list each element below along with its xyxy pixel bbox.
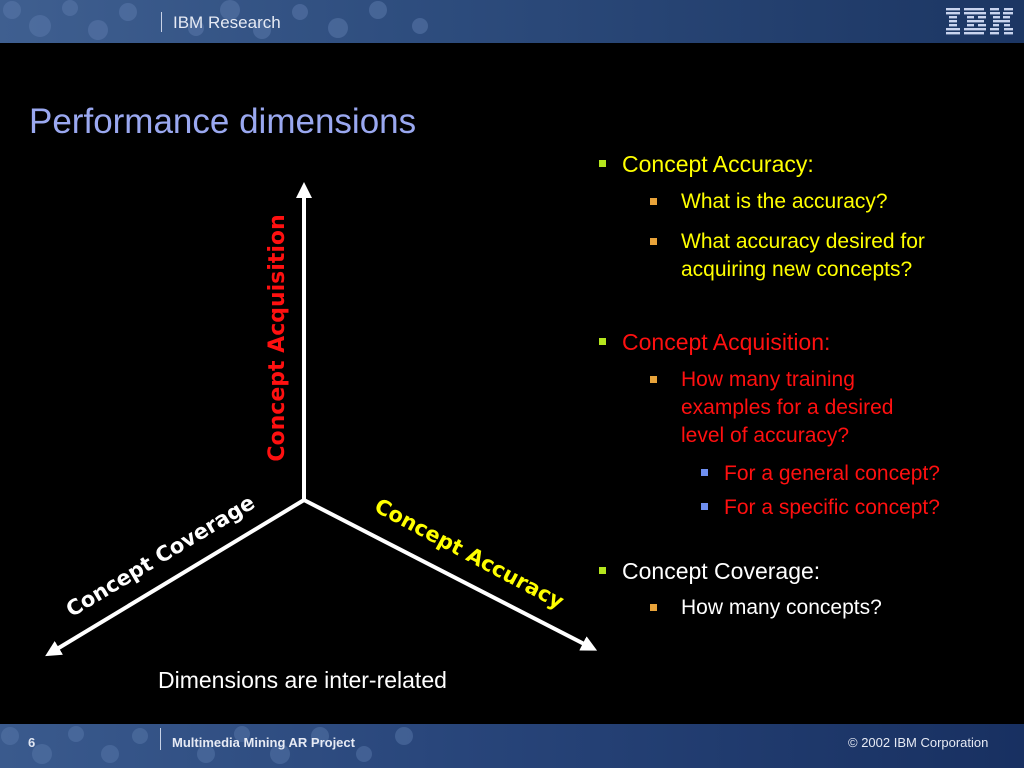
coverage-axis	[45, 498, 306, 657]
page-number: 6	[28, 735, 36, 750]
footer-band	[0, 724, 1024, 768]
accuracy-axis-label: Concept Accuracy	[371, 494, 569, 614]
accuracy-axis	[303, 498, 598, 651]
footer-divider	[160, 728, 161, 750]
header-divider	[161, 12, 162, 32]
footer-decoration	[1, 726, 413, 764]
acquisition-axis-label: Concept Acquisition	[265, 214, 290, 461]
header-decoration	[3, 0, 428, 40]
page-title: Performance dimensions	[29, 102, 417, 141]
header-label: IBM Research	[173, 13, 281, 32]
footer-copyright: © 2002 IBM Corporation	[848, 735, 989, 750]
ibm-logo	[946, 8, 1013, 35]
coverage-axis-label: Concept Coverage	[62, 490, 259, 622]
diagram-caption: Dimensions are inter-related	[158, 667, 447, 693]
footer-project: Multimedia Mining AR Project	[172, 735, 355, 750]
header-band: IBM Research	[0, 0, 1024, 43]
